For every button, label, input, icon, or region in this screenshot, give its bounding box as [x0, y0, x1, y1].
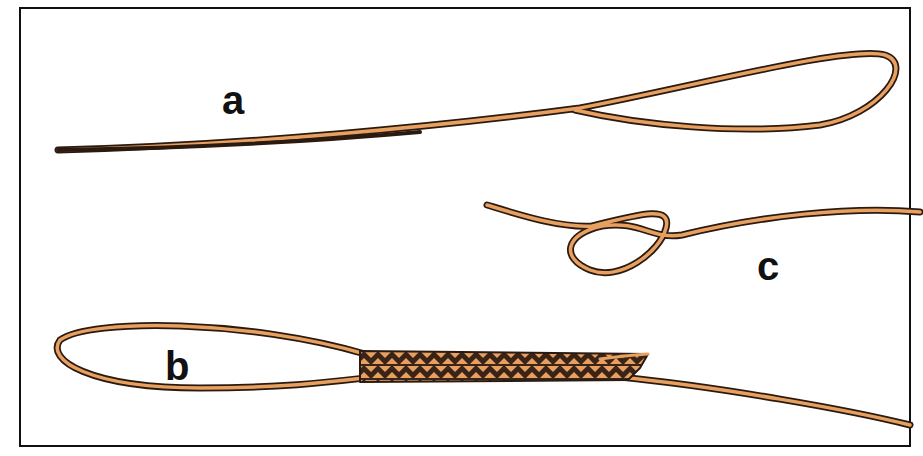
frame — [20, 8, 910, 446]
rope-knot-c — [487, 205, 920, 273]
part-letter: a — [222, 80, 244, 120]
rope-loop-a — [58, 53, 896, 150]
part-letter: b — [165, 346, 189, 386]
rope-splice-b — [57, 326, 910, 425]
part-letter: c — [757, 246, 779, 286]
